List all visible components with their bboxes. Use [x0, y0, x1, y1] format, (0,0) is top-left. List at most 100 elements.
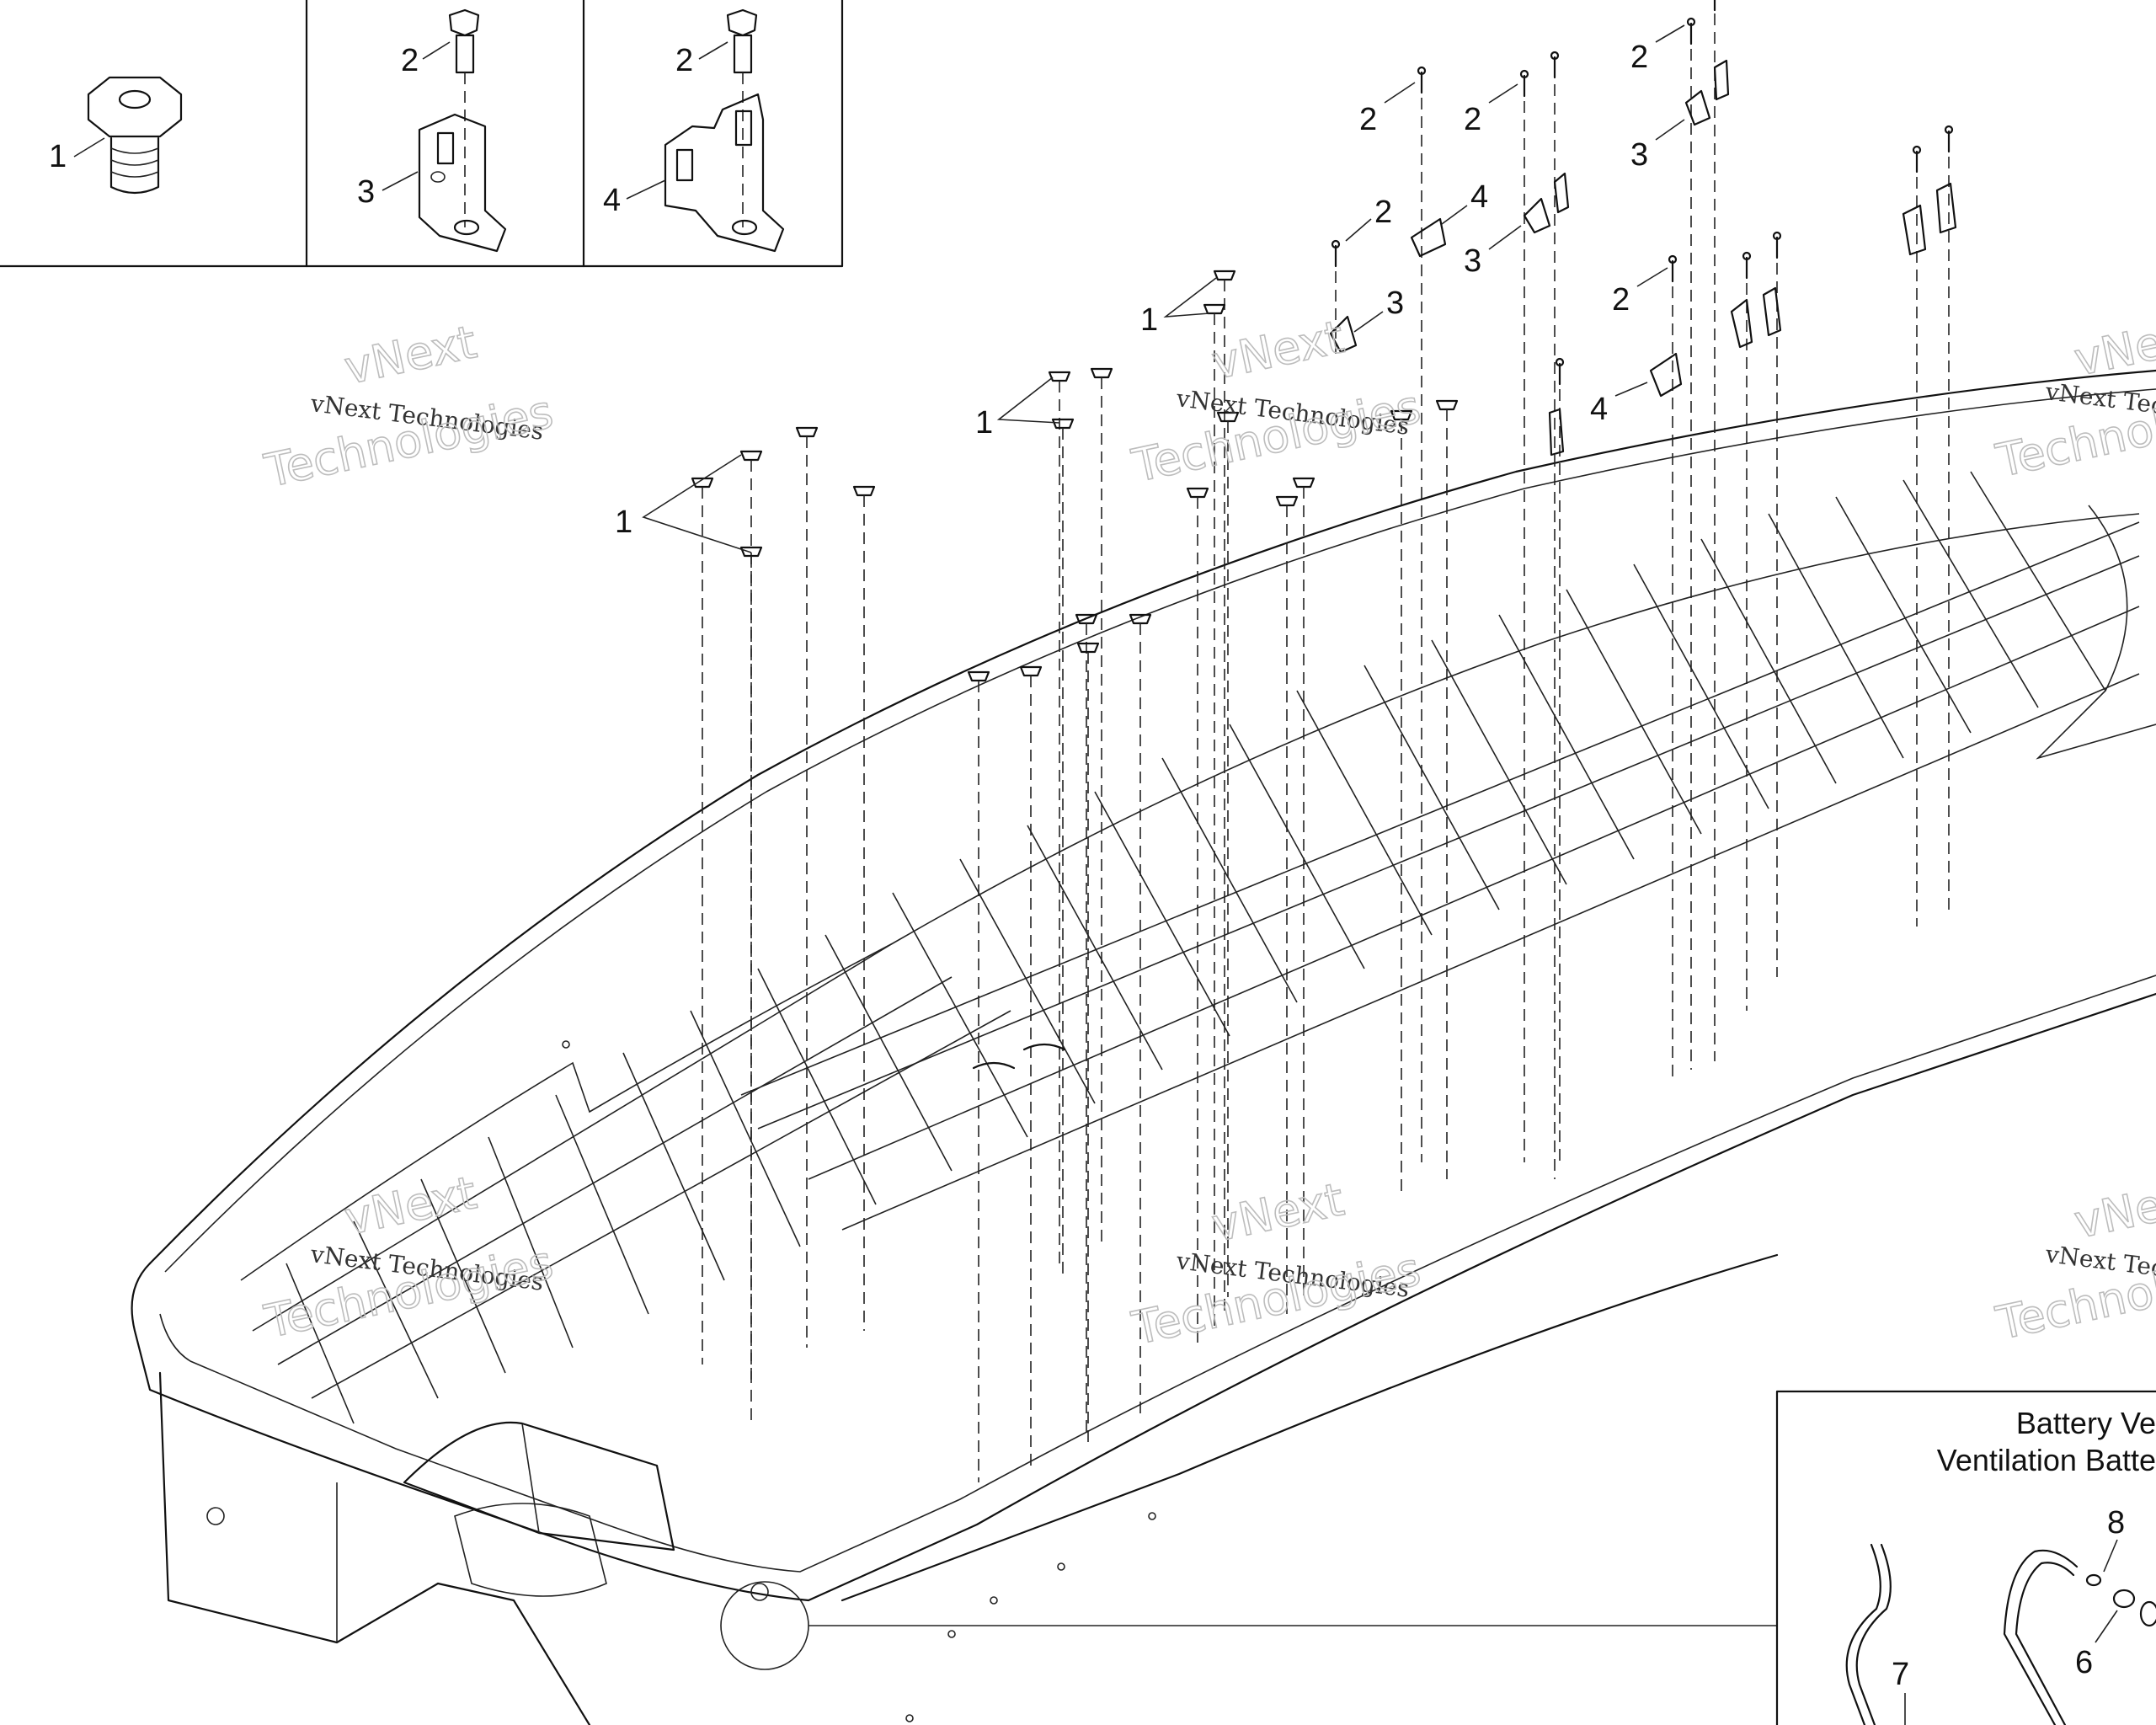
callout-4-bracket: 4 — [603, 179, 666, 218]
watermark: vNext — [2069, 306, 2156, 387]
screw — [1213, 270, 1236, 1314]
callouts-main: 1 1 1 2 2 2 2 2 — [615, 24, 1685, 553]
bolt — [1417, 66, 1427, 1162]
svg-text:vNext: vNext — [340, 1166, 481, 1245]
svg-text:1: 1 — [49, 139, 67, 174]
vent-fitting — [2112, 1589, 2136, 1609]
screw — [691, 477, 714, 1365]
clip — [1548, 408, 1565, 457]
callout-8: 8 — [2107, 1505, 2125, 1541]
callout-6: 6 — [2075, 1645, 2093, 1680]
screw — [1129, 613, 1152, 1415]
bracket-3-drawing — [418, 8, 507, 253]
svg-text:1: 1 — [615, 505, 632, 540]
bolt — [1772, 231, 1782, 977]
svg-text:4: 4 — [603, 183, 621, 218]
svg-text:3: 3 — [357, 174, 375, 210]
svg-text:2: 2 — [1612, 282, 1630, 318]
svg-text:2: 2 — [1464, 102, 1481, 137]
svg-text:vNext: vNext — [2070, 307, 2156, 386]
plug-part-drawing — [87, 76, 183, 195]
svg-text:4: 4 — [1470, 179, 1488, 215]
svg-text:vNext: vNext — [2070, 1169, 2156, 1248]
screw — [1216, 411, 1240, 1297]
svg-text:vNext: vNext — [1208, 310, 1348, 389]
svg-text:3: 3 — [1630, 137, 1648, 173]
callout-2-top-a: 2 — [1359, 82, 1416, 137]
svg-text:2: 2 — [1359, 102, 1377, 137]
svg-text:vNext: vNext — [340, 315, 481, 394]
svg-text:2: 2 — [401, 43, 419, 78]
svg-text:1: 1 — [975, 405, 993, 441]
screw — [1390, 409, 1413, 1196]
watermark: vNext — [339, 1165, 482, 1246]
screw — [1292, 477, 1315, 1297]
callout-2-mid-b: 2 — [1612, 267, 1668, 318]
vent-hose-7 — [1845, 1543, 1881, 1725]
svg-text:3: 3 — [1386, 286, 1404, 321]
bolt — [1686, 17, 1696, 1070]
bolts-and-clips — [1329, 0, 1957, 1179]
battery-ventilation-inset: Battery Ve Ventilation Batte 7 8 6 — [1775, 1390, 2156, 1725]
watermark: vNext — [2069, 1168, 2156, 1249]
detail-table — [0, 0, 844, 268]
screw — [1186, 487, 1209, 1348]
hull-ribs — [252, 471, 2156, 1424]
callout-3-top-c: 3 — [1630, 119, 1685, 173]
svg-text:2: 2 — [1374, 195, 1392, 230]
hull-tub — [131, 369, 2156, 1725]
watermark: vNext — [339, 314, 482, 395]
callout-1-group-a: 1 — [615, 454, 752, 553]
screw — [1275, 495, 1299, 1314]
svg-text:1: 1 — [1140, 302, 1158, 338]
screw — [1051, 418, 1075, 1280]
screw — [1435, 399, 1459, 1179]
bolt — [1519, 69, 1529, 1162]
clip — [1730, 286, 1782, 349]
svg-text:3: 3 — [1464, 243, 1481, 279]
bolt — [1550, 51, 1560, 1179]
svg-text:2: 2 — [675, 43, 693, 78]
screw — [1203, 303, 1226, 1331]
callout-2-bolt-a: 2 — [401, 41, 451, 78]
callout-1-group-b: 1 — [975, 377, 1060, 441]
clip — [1902, 182, 1957, 256]
screw — [739, 546, 763, 1423]
bolt — [1944, 125, 1954, 910]
bolt — [1555, 357, 1565, 1162]
inset-title-line1: Battery Ve — [2016, 1406, 2156, 1440]
clip — [1649, 352, 1683, 398]
screw — [1075, 613, 1098, 1432]
callout-1-plug: 1 — [49, 137, 105, 174]
callout-7: 7 — [1892, 1657, 1909, 1692]
callout-2-top-c: 2 — [1630, 24, 1685, 75]
bolt — [1331, 239, 1341, 354]
screw — [852, 485, 876, 1331]
callout-2-mid-a: 2 — [1345, 195, 1392, 242]
bracket-4-drawing — [664, 8, 785, 253]
callout-1-group-c: 1 — [1140, 277, 1217, 338]
screws — [691, 270, 1459, 1482]
screw — [967, 670, 990, 1482]
callout-3-bracket: 3 — [357, 171, 419, 210]
watermarks: vNext Technologies vNext Technologies vN… — [259, 306, 2156, 1355]
clip — [1329, 315, 1358, 354]
screw — [795, 426, 819, 1348]
callout-2-bolt-b: 2 — [675, 41, 728, 78]
clip — [1523, 172, 1570, 234]
callout-3-top-b: 3 — [1464, 225, 1522, 279]
callout-4-top: 4 — [1441, 179, 1488, 225]
watermark: vNext — [1207, 309, 1349, 390]
callout-4-mid: 4 — [1590, 382, 1648, 427]
screw — [1076, 642, 1100, 1449]
svg-text:2: 2 — [1630, 40, 1648, 75]
bolt — [1742, 251, 1752, 1011]
vent-hose-6 — [2003, 1549, 2079, 1725]
screw — [1019, 665, 1043, 1466]
bolt — [1668, 254, 1678, 1078]
screw — [972, 1061, 1016, 1070]
bolt — [1912, 145, 1922, 927]
inset-title-line2: Ventilation Batte — [1937, 1443, 2156, 1477]
